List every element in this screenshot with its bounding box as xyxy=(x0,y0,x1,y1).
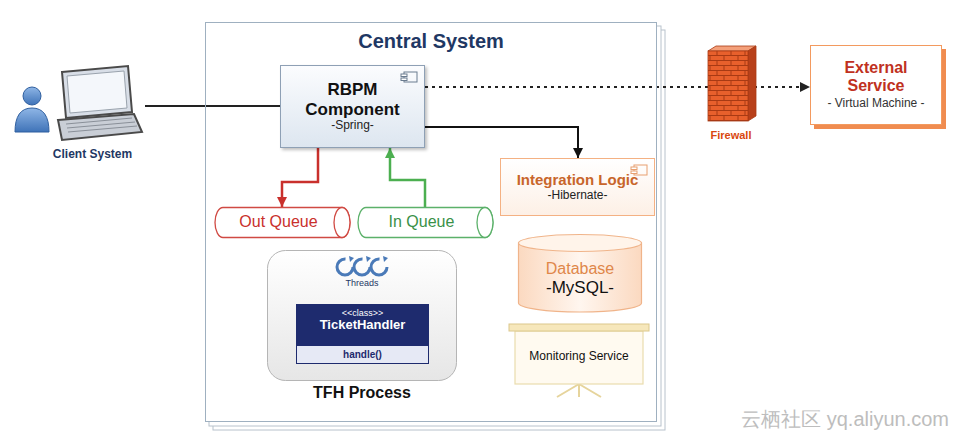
queue-end xyxy=(477,208,493,238)
node-text: RBPM Component xyxy=(303,80,402,119)
system-boundary: Central SystemRBPM Component-Spring- Out … xyxy=(205,22,657,422)
process-container: ThreadsTFH Process <<class>>TicketHandler… xyxy=(267,250,457,402)
laptop-icon xyxy=(58,66,142,140)
database-top xyxy=(519,235,642,252)
user-icon xyxy=(15,87,49,132)
thread-arrow xyxy=(383,256,388,262)
queue-end xyxy=(334,208,350,238)
screen-panel xyxy=(515,331,643,384)
user-body xyxy=(15,108,49,132)
node-text: Out Queue xyxy=(225,213,332,231)
client-icon-group: Client System xyxy=(10,58,145,162)
firewall-group: Firewall xyxy=(695,44,767,142)
screen-bar xyxy=(509,324,649,331)
queue-body xyxy=(215,208,350,238)
node-text: Database xyxy=(522,260,638,278)
component-icon xyxy=(401,72,417,82)
thread-arrow xyxy=(349,256,354,262)
wall-front xyxy=(708,51,748,121)
monitor-screen: Monitoring Service xyxy=(508,323,650,398)
laptop-screen xyxy=(62,66,132,118)
node-text: -Spring- xyxy=(303,119,402,133)
decoration xyxy=(401,78,407,81)
node-text: -Hibernate- xyxy=(509,189,646,203)
connector xyxy=(390,148,425,207)
node-text: Threads xyxy=(267,250,457,288)
node-text: Firewall xyxy=(695,129,767,142)
class-box: <<class>>TicketHandlerhandle() xyxy=(296,304,429,364)
database-cylinder: Database-MySQL- xyxy=(518,234,642,312)
wall-side xyxy=(748,46,756,121)
component-box: RBPM Component-Spring- xyxy=(280,65,425,148)
connector xyxy=(145,105,280,107)
decoration xyxy=(401,74,407,77)
node-text: Monitoring Service xyxy=(518,350,640,364)
thread-arrow xyxy=(366,256,371,262)
node-text: - Virtual Machine - xyxy=(825,95,927,111)
laptop-keys xyxy=(66,118,137,132)
component-box: Integration Logic-Hibernate- xyxy=(500,158,655,216)
node-text: TFH Process xyxy=(267,384,457,402)
node-text: <<class>> xyxy=(297,305,428,318)
node-text: In Queue xyxy=(368,213,475,231)
connector xyxy=(282,148,318,207)
node-text: -MySQL- xyxy=(522,278,638,298)
queue-cylinder: In Queue xyxy=(358,207,493,238)
node-text: External Service xyxy=(825,59,927,96)
screen-stand xyxy=(557,384,601,397)
decoration xyxy=(631,167,637,170)
node-text: Integration Logic xyxy=(509,171,646,188)
node-text: Central System xyxy=(206,23,656,53)
queue-body xyxy=(358,208,493,238)
node-text: Client System xyxy=(40,148,145,162)
user-head xyxy=(23,87,41,105)
service-box: External Service- Virtual Machine - xyxy=(810,45,942,125)
laptop-base xyxy=(58,114,142,140)
firewall-icon xyxy=(708,46,756,121)
connector xyxy=(425,127,578,158)
node-text: handle() xyxy=(297,345,428,364)
watermark: 云栖社区 yq.aliyun.com xyxy=(741,408,949,431)
queue-cylinder: Out Queue xyxy=(215,207,350,238)
node-text: TicketHandler xyxy=(297,318,428,344)
process-box xyxy=(268,251,457,381)
central-fill xyxy=(205,22,657,422)
laptop-display xyxy=(67,71,127,113)
database-body xyxy=(519,243,642,312)
